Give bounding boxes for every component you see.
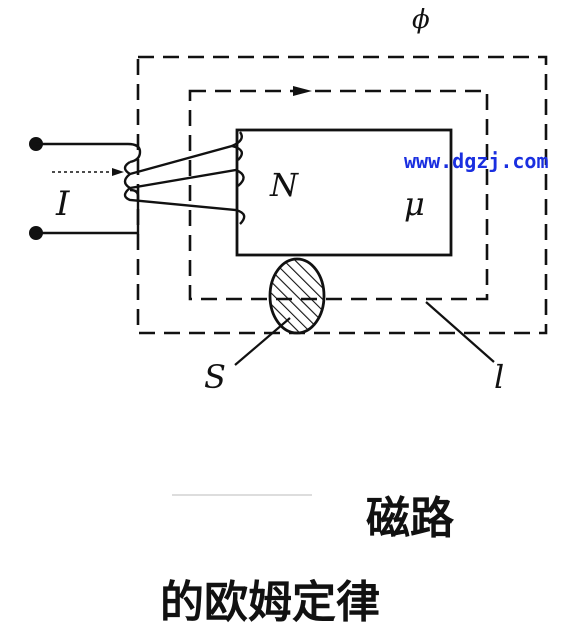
cross-section-label: S	[204, 358, 226, 396]
magnetic-core	[235, 128, 453, 257]
length-label: l	[494, 358, 504, 396]
current-label: I	[55, 184, 70, 224]
current-arrow	[52, 168, 124, 176]
l-leader-line	[425, 301, 495, 363]
cross-section-ellipse	[268, 257, 326, 335]
coil-winding	[123, 131, 246, 225]
bottom-lead-wire	[36, 188, 140, 235]
caption-line-2: 的欧姆定律	[160, 577, 380, 628]
top-lead-wire	[36, 142, 142, 164]
permeability-label: μ	[404, 185, 425, 223]
s-leader-line	[234, 317, 291, 366]
caption-line-1: 磁路	[366, 493, 455, 544]
flux-direction-arrow	[293, 86, 312, 96]
watermark-text: www.dgzj.com	[404, 149, 549, 173]
outer-flux-path	[136, 55, 548, 335]
flux-label: ϕ	[412, 5, 430, 35]
turns-label: N	[269, 166, 299, 204]
inner-flux-path	[188, 89, 489, 301]
